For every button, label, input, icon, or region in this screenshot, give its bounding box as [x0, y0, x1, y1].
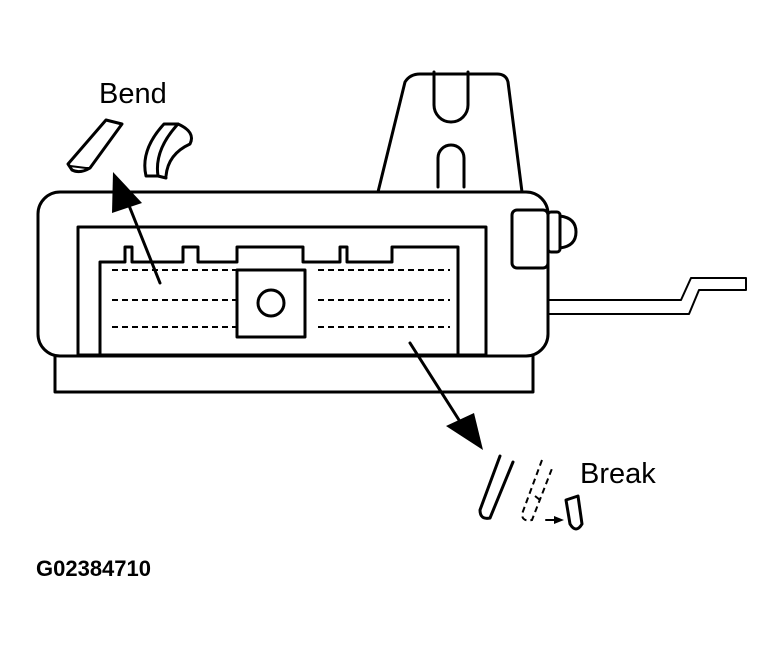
- inner-frame: [76, 225, 488, 357]
- center-retainer: [235, 268, 307, 339]
- side-connector: [510, 208, 578, 270]
- terminal-block: [98, 245, 460, 357]
- break-pin-broken: [520, 459, 554, 522]
- break-arrow: [408, 341, 483, 450]
- mounting-bracket: [376, 70, 524, 194]
- bend-tab-straight: [66, 118, 124, 174]
- break-pin-intact: [478, 454, 515, 520]
- center-hole: [256, 288, 286, 318]
- wire-harness: [547, 277, 747, 315]
- bend-arrow: [112, 172, 162, 285]
- break-piece: [564, 494, 584, 531]
- figure-id-label: G02384710: [36, 556, 151, 581]
- break-label: Break: [580, 458, 656, 490]
- bend-label: Bend: [99, 78, 167, 110]
- bend-tab-bent: [143, 122, 180, 178]
